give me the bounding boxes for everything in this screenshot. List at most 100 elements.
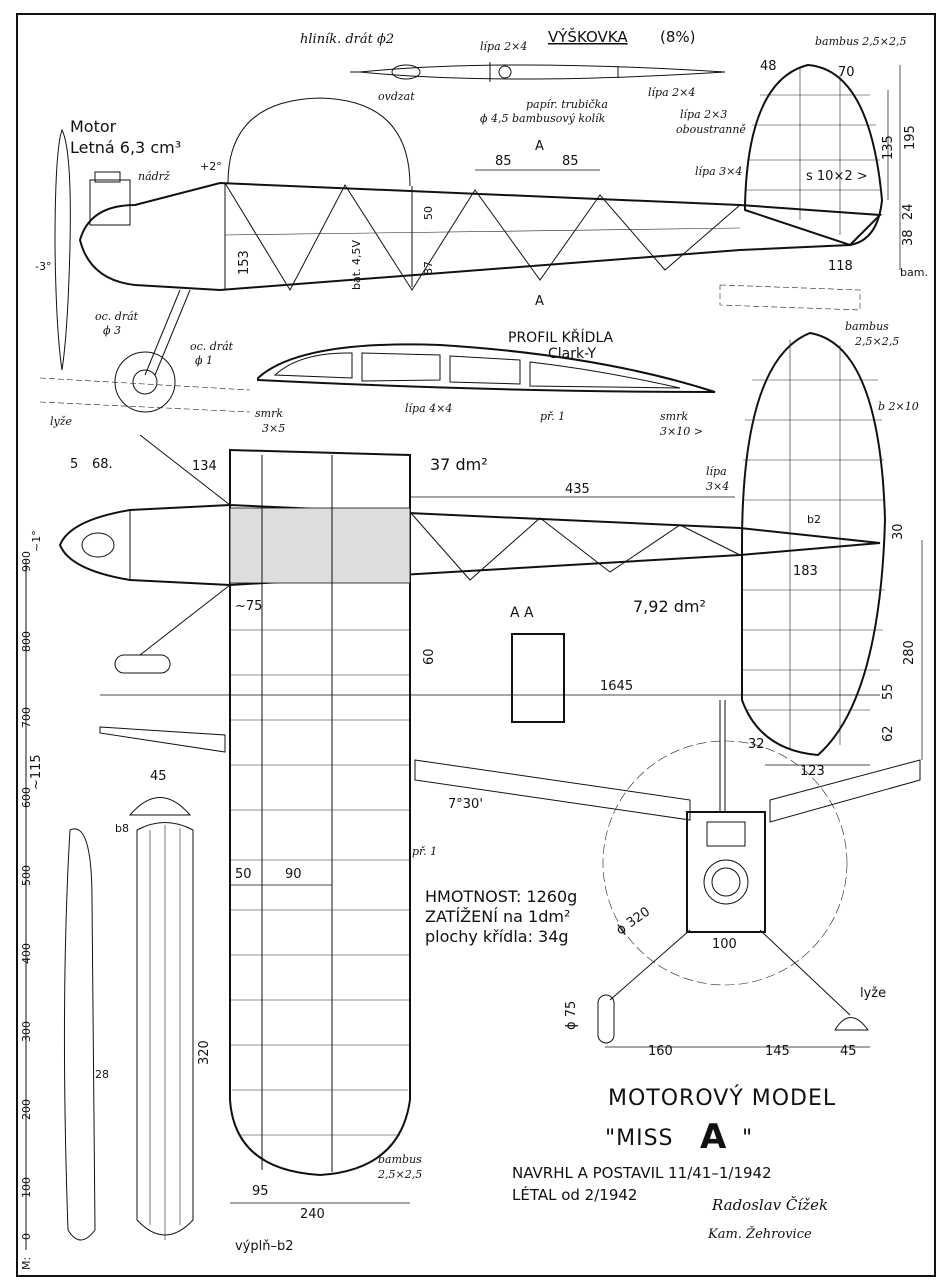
- section-d115: ~115: [29, 754, 44, 790]
- plan-d30: 30: [891, 523, 906, 540]
- motor-label-2: Letná 6,3 cm³: [70, 138, 181, 157]
- front-d145: 145: [765, 1044, 790, 1059]
- scale-400: 400: [20, 943, 33, 964]
- stab-lipa24b-label: lípa 2×4: [648, 86, 695, 99]
- scale-800: 800: [20, 631, 33, 652]
- section-aa: [511, 633, 565, 723]
- stab-area: 7,92 dm²: [633, 597, 706, 616]
- tail-d55: 55: [881, 683, 896, 700]
- stab-wire-label: hliník. drát ϕ2: [300, 32, 394, 47]
- tip-d28: 28: [95, 1068, 109, 1081]
- tail-b210: b 2×10: [878, 400, 919, 413]
- plan-d75: ~75: [235, 599, 262, 614]
- plan-d435: 435: [565, 482, 590, 497]
- rib-b8: b8: [115, 822, 129, 835]
- fill-label: výplň–b2: [235, 1239, 294, 1254]
- stab-lipa23-label: lípa 2×3: [680, 108, 727, 121]
- wire3-label-2: ϕ 3: [103, 324, 121, 337]
- sheet-frame: [16, 13, 936, 1277]
- wire1-label-2: ϕ 1: [195, 354, 213, 367]
- tail-d32: 32: [748, 737, 765, 752]
- stabilizer-plan: [741, 331, 887, 757]
- vertical-fin: [744, 63, 884, 247]
- fin-lipa34: lípa 3×4: [695, 165, 742, 178]
- section-aa-label: A A: [510, 605, 534, 621]
- rib-template: [128, 797, 192, 816]
- spec-load-2: plochy křídla: 34g: [425, 927, 569, 946]
- section-a-top: A: [535, 139, 544, 154]
- stab-pct: (8%): [660, 28, 696, 46]
- stab-title: VÝŠKOVKA: [548, 27, 628, 46]
- title-letter: A: [700, 1117, 727, 1157]
- dim-153: 153: [237, 250, 252, 275]
- wing-d90: 90: [285, 867, 302, 882]
- spruce35-label-2: 3×5: [262, 422, 285, 435]
- wing-front-view: [99, 726, 921, 823]
- wing-profile: [257, 343, 716, 393]
- section-a-bottom: A: [535, 294, 544, 309]
- scale-900: 900: [20, 551, 33, 572]
- fin-d38: 38: [901, 229, 916, 246]
- plan-lipa-2: 3×4: [706, 480, 729, 493]
- fin-d118: 118: [828, 259, 853, 274]
- plan-d68: 68.: [92, 457, 113, 472]
- tail-d123: 123: [800, 764, 825, 779]
- profile-pr1: př. 1: [540, 410, 565, 423]
- angle-minus3: -3°: [35, 260, 51, 273]
- profile-title: PROFIL KŘÍDLA: [508, 329, 614, 346]
- scale-zero: 0: [20, 1233, 33, 1240]
- wing-tip-views: [63, 822, 194, 1241]
- stab-ovdzat-label: ovdzat: [378, 90, 415, 103]
- front-d160: 160: [648, 1044, 673, 1059]
- tail-d62: 62: [881, 725, 896, 742]
- scale-700: 700: [20, 707, 33, 728]
- front-d320: ϕ 320: [614, 904, 653, 938]
- place: Kam. Žehrovice: [707, 1226, 812, 1242]
- fin-d70: 70: [838, 65, 855, 80]
- stabilizer-side-view: [350, 62, 726, 82]
- plan-d134: 134: [192, 459, 217, 474]
- stab-both-label: oboustranně: [676, 123, 746, 136]
- scale-200: 200: [20, 1099, 33, 1120]
- plan-b2: b2: [807, 513, 821, 526]
- stab-lipa24a-label: lípa 2×4: [480, 40, 527, 53]
- wire1-label-1: oc. drát: [190, 340, 234, 353]
- wing-pr1: př. 1: [412, 845, 437, 858]
- ski-label-side: lyže: [50, 415, 73, 428]
- plan-angle-1: ~1°: [30, 530, 43, 552]
- front-d100: 100: [712, 937, 737, 952]
- spruce35-label-1: smrk: [255, 407, 283, 420]
- wing-bamboo-2: 2,5×2,5: [377, 1168, 422, 1181]
- lipa44-label: lípa 4×4: [405, 402, 452, 415]
- wing-area: 37 dm²: [430, 455, 488, 474]
- spec-mass: HMOTNOST: 1260g: [425, 887, 577, 906]
- dim-87: 87: [422, 261, 435, 275]
- profile-sub: Clark-Y: [548, 346, 596, 362]
- wing-bamboo-1: bambus: [378, 1153, 422, 1166]
- title-line-2: "MISS: [605, 1126, 674, 1151]
- stab-bamboo-label: bambus 2,5×2,5: [815, 35, 907, 48]
- dim-85a: 85: [495, 154, 512, 169]
- fin-d195: 195: [903, 125, 918, 150]
- tail-d280: 280: [902, 640, 917, 665]
- scale-label: M:: [20, 1257, 33, 1270]
- angle-plus2: +2°: [200, 160, 222, 173]
- spec-load-1: ZATÍŽENÍ na 1dm²: [425, 907, 570, 926]
- wing-d95: 95: [252, 1184, 269, 1199]
- motor-label-1: Motor: [70, 117, 117, 136]
- tip-d320: 320: [197, 1040, 212, 1065]
- stab-tube-label: papír. trubička: [526, 98, 608, 111]
- front-ski: lyže: [860, 986, 886, 1001]
- fin-s10: s 10×2 >: [806, 169, 868, 184]
- tail-bamboo-2: 2,5×2,5: [854, 335, 899, 348]
- title-line-2-end: ": [742, 1126, 753, 1151]
- fuselage-plan: [58, 434, 881, 674]
- wing-d50: 50: [235, 867, 252, 882]
- spruce310-label-2: 3×10 >: [660, 425, 703, 438]
- front-d45: 45: [840, 1044, 857, 1059]
- wire3-label-1: oc. drát: [95, 310, 139, 323]
- credits-flown: LÉTAL od 2/1942: [512, 1185, 637, 1204]
- dim-85b: 85: [562, 154, 579, 169]
- tank-label: nádrž: [138, 170, 170, 183]
